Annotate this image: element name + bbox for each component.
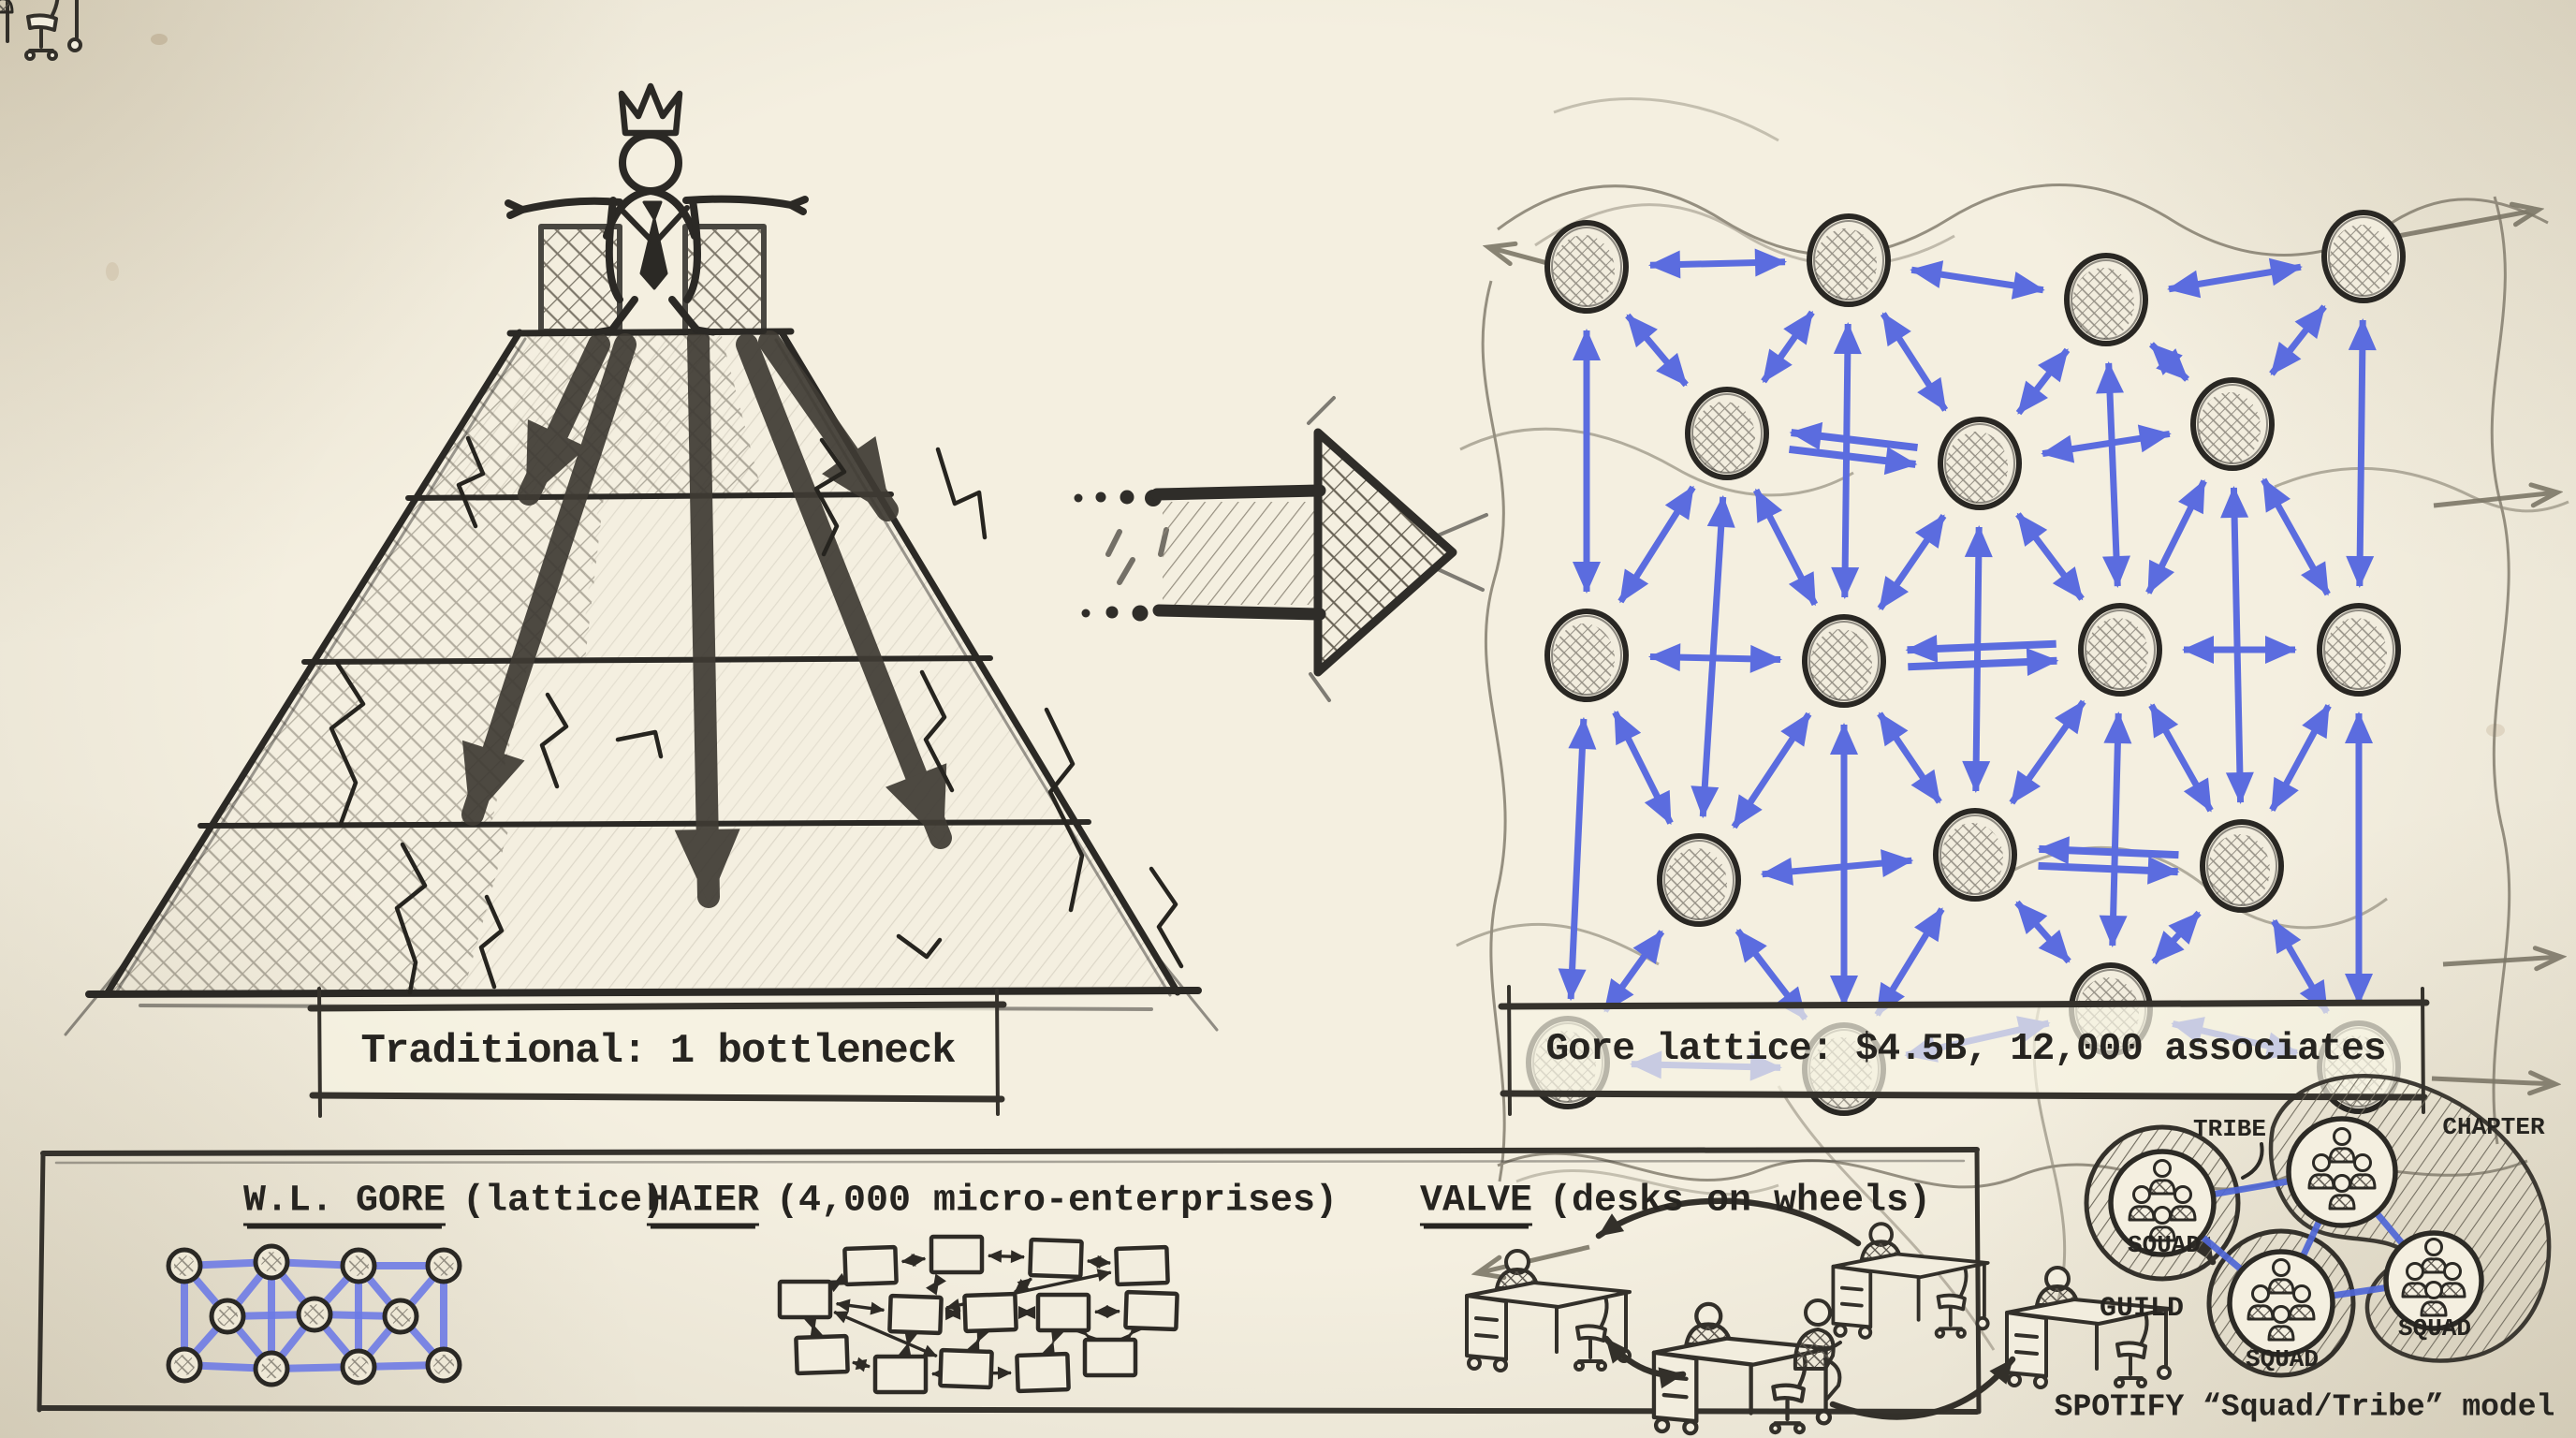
- squad-label-2: SQUAD: [2245, 1345, 2320, 1373]
- valve-name: VALVE: [1419, 1180, 1532, 1226]
- crack-lines: [329, 435, 1184, 995]
- seated-person-icon: [1793, 1299, 1842, 1401]
- pyramid-sketch: [64, 82, 1219, 1036]
- valve-detail: (desks on wheels): [1548, 1180, 1932, 1223]
- caption-traditional: Traditional: 1 bottleneck: [360, 1028, 956, 1075]
- valve-desks-icon: [6, 0, 2217, 1433]
- chapter-label: CHAPTER: [2442, 1113, 2545, 1141]
- example-label-gore: W.L. GORE (lattice): [242, 1180, 666, 1226]
- gore-mini-lattice-icon: [166, 1243, 462, 1387]
- king-icon: [505, 82, 809, 336]
- caption-box-lattice: [1498, 985, 2430, 1116]
- squad-label-3: SQUAD: [2397, 1314, 2472, 1343]
- haier-micro-network-icon: [777, 1234, 1179, 1395]
- example-label-haier: HAIER (4,000 micro-enterprises): [646, 1180, 1339, 1226]
- gore-detail: (lattice): [462, 1180, 666, 1223]
- caption-lattice: Gore lattice: $4.5B, 12,000 associates: [1545, 1028, 2387, 1071]
- squad-label-1: SQUAD: [2127, 1231, 2202, 1259]
- spotify-squad-diagram: [0, 0, 2552, 1378]
- haier-detail: (4,000 micro-enterprises): [775, 1180, 1339, 1223]
- gore-name: W.L. GORE: [242, 1180, 446, 1226]
- example-label-valve: VALVE (desks on wheels): [1419, 1180, 1932, 1226]
- spotify-caption: SPOTIFY “Squad/Tribe” model: [2054, 1389, 2555, 1425]
- tribe-label: TRIBE: [2192, 1115, 2267, 1143]
- haier-name: HAIER: [646, 1180, 759, 1226]
- guild-label: GUILD: [2099, 1293, 2185, 1325]
- transition-arrow-icon: [1074, 396, 1488, 702]
- paper-stains: [106, 34, 2505, 737]
- caption-box-traditional: [307, 987, 1007, 1118]
- boundary-squiggles: [1456, 97, 2569, 1351]
- tribe-pointer-line: [2241, 1142, 2264, 1180]
